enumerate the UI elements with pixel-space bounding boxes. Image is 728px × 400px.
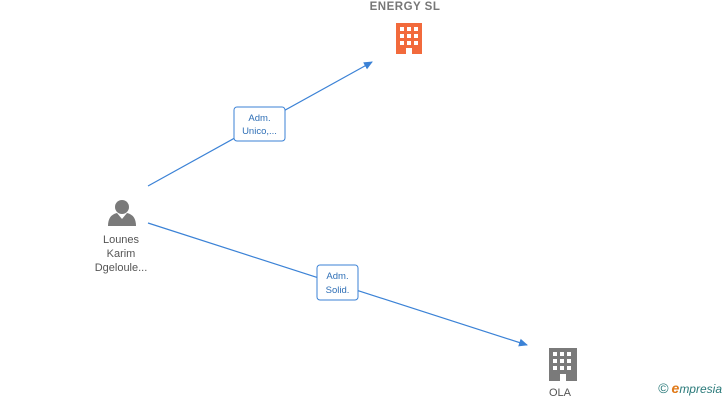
edge-label-line: Solid. [326, 285, 350, 296]
edge-label-line: Adm. [326, 271, 348, 282]
person-label-line: Lounes [102, 234, 140, 246]
brand-logo: empresia [671, 380, 722, 396]
edge-label-adm-unico[interactable]: Adm. Unico,... [233, 106, 286, 142]
person-icon[interactable] [108, 200, 136, 226]
person-label-line: Karim [106, 248, 136, 260]
person-label[interactable]: Lounes Karim Dgeloule... [75, 233, 167, 275]
edge-label-adm-solid[interactable]: Adm. Solid. [316, 264, 359, 301]
edge-label-line: Unico,... [242, 126, 277, 137]
person-label-line: Dgeloule... [94, 262, 148, 274]
company-label-ola[interactable]: OLA [548, 387, 571, 399]
building-icon-energy[interactable] [396, 23, 422, 54]
company-label-energy-sl[interactable]: ENERGY SL [369, 1, 441, 13]
empresia-watermark: © empresia [658, 380, 722, 396]
building-icon-ola[interactable] [549, 348, 577, 381]
copyright-icon: © [658, 380, 669, 396]
edge-label-line: Adm. [248, 113, 270, 124]
